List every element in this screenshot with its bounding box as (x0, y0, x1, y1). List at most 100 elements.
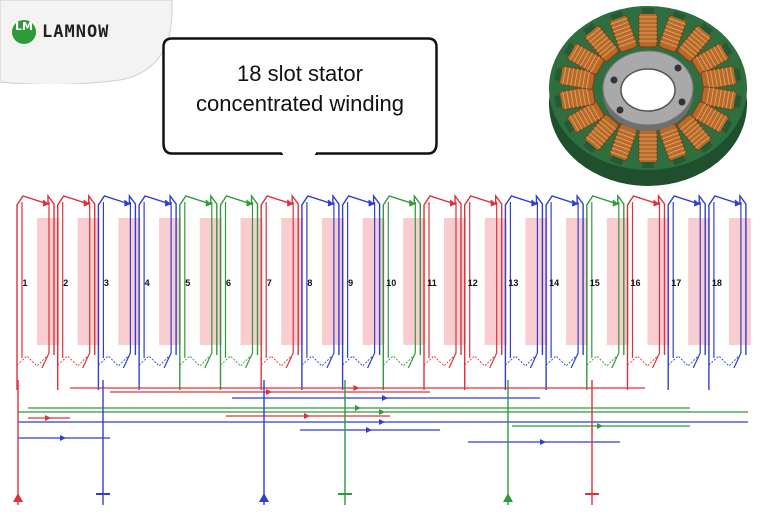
interconnect-arrow (540, 439, 546, 445)
stator-coil-turn (685, 123, 700, 137)
stator-coil-turn (717, 89, 722, 108)
stator-coil-turn (577, 69, 583, 88)
slot-rect (321, 218, 344, 345)
stator-coil-turn (679, 45, 695, 59)
slot-label: 17 (671, 278, 681, 288)
stator-coil-turn (706, 87, 711, 106)
stator-coil-turn (579, 109, 590, 126)
stator-coil-turn (583, 52, 594, 69)
interconnect-arrow (379, 419, 385, 425)
stator-coil-turn (588, 133, 604, 146)
stator-coil-turn (685, 39, 700, 53)
slot-label: 4 (145, 278, 150, 288)
arrowhead (83, 199, 90, 207)
interconnect-arrow (304, 413, 310, 419)
stator-coil (609, 10, 638, 53)
logo-card-background (0, 0, 173, 84)
arrowhead (653, 199, 660, 207)
stator-tooth-tip (610, 155, 624, 166)
stator-coil (677, 22, 714, 62)
stator-coil-turn (570, 68, 575, 87)
stator-coil-turn (574, 68, 579, 87)
stator-coil-turn (591, 33, 606, 46)
stator-tooth-tip (699, 140, 714, 154)
stator-coil-turn (572, 113, 583, 130)
slot-label: 3 (104, 278, 109, 288)
stator-coil-turn (576, 111, 587, 128)
coil-return (469, 202, 498, 369)
stator-coil-turn (706, 109, 717, 126)
stator-coil-turn (709, 70, 715, 89)
stator-coil-turn (713, 88, 719, 107)
stator-coil-turn (569, 44, 580, 61)
coil-return (102, 202, 131, 369)
coil-return (21, 202, 50, 369)
slot-label: 11 (427, 278, 437, 288)
stator-coil-turn (599, 42, 614, 56)
interconnect-arrow (60, 435, 66, 441)
coil-return (550, 202, 579, 369)
slot-label: 9 (348, 278, 353, 288)
stator-coil-turn (618, 40, 636, 48)
stator-coil-turn (716, 115, 727, 132)
stator-coil-turn (562, 91, 567, 110)
stator-coil-turn (569, 115, 580, 132)
stator-coil-turn (687, 36, 703, 49)
slot-rect (403, 218, 426, 345)
slot-rect (566, 218, 589, 345)
slot-rect (240, 218, 263, 345)
stator-coil-turn (709, 48, 720, 65)
arrowhead (368, 199, 375, 207)
slot-label: 10 (386, 278, 396, 288)
stator-coil-turn (699, 54, 710, 71)
stator-coil-turn (660, 40, 678, 48)
logo-icon: LM (12, 20, 36, 44)
coil-return (306, 202, 335, 369)
slot-label: 8 (307, 278, 312, 288)
stator-coil-turn (665, 143, 683, 151)
slot-rect (647, 218, 670, 345)
stator-coil-turn (586, 54, 597, 71)
coil-return (428, 202, 457, 369)
stator-coil-turn (729, 66, 734, 85)
slot-label: 7 (267, 278, 272, 288)
stator-tooth-tip (582, 22, 597, 36)
slot-label: 18 (712, 278, 722, 288)
stator-coil-turn (593, 36, 609, 49)
brand-name: LAMNOW (42, 22, 110, 42)
callout-title: 18 slot stator concentrated winding (162, 59, 438, 119)
stator-coil-turn (695, 136, 710, 149)
stator-coil-turn (662, 32, 681, 40)
stator-coil-turn (586, 27, 601, 40)
stator-coil-turn (601, 117, 617, 131)
stator-coil-turn (586, 105, 597, 122)
stator-bore (620, 68, 676, 112)
coil-return (265, 202, 294, 369)
arrowhead (327, 199, 334, 207)
arrowhead (571, 199, 579, 207)
stator-coil-turn (570, 89, 575, 108)
interconnect-arrow (266, 389, 272, 395)
coil-return (509, 202, 538, 369)
stator-coil-turn (593, 127, 609, 140)
stator-coil-turn (590, 56, 601, 73)
stator-tooth-tip (733, 68, 742, 82)
stator-coil (700, 66, 742, 90)
logo-card: LM LAMNOW (0, 0, 175, 84)
stator-bolt-hole (674, 64, 682, 72)
arrowhead (734, 199, 741, 207)
stator-coil-turn (617, 132, 635, 140)
slot-label: 2 (63, 278, 68, 288)
stator-coil-turn (709, 111, 720, 128)
stator-coil-turn (614, 139, 632, 147)
arrowhead (612, 199, 619, 207)
terminal-arrow (503, 493, 513, 502)
stator-coil-turn (583, 107, 594, 124)
slot-label: 15 (590, 278, 600, 288)
logo-mark-text: LM (15, 20, 33, 33)
stator-coil (691, 101, 733, 134)
stator-coil (658, 10, 687, 53)
stator-coil-turn (574, 89, 579, 108)
